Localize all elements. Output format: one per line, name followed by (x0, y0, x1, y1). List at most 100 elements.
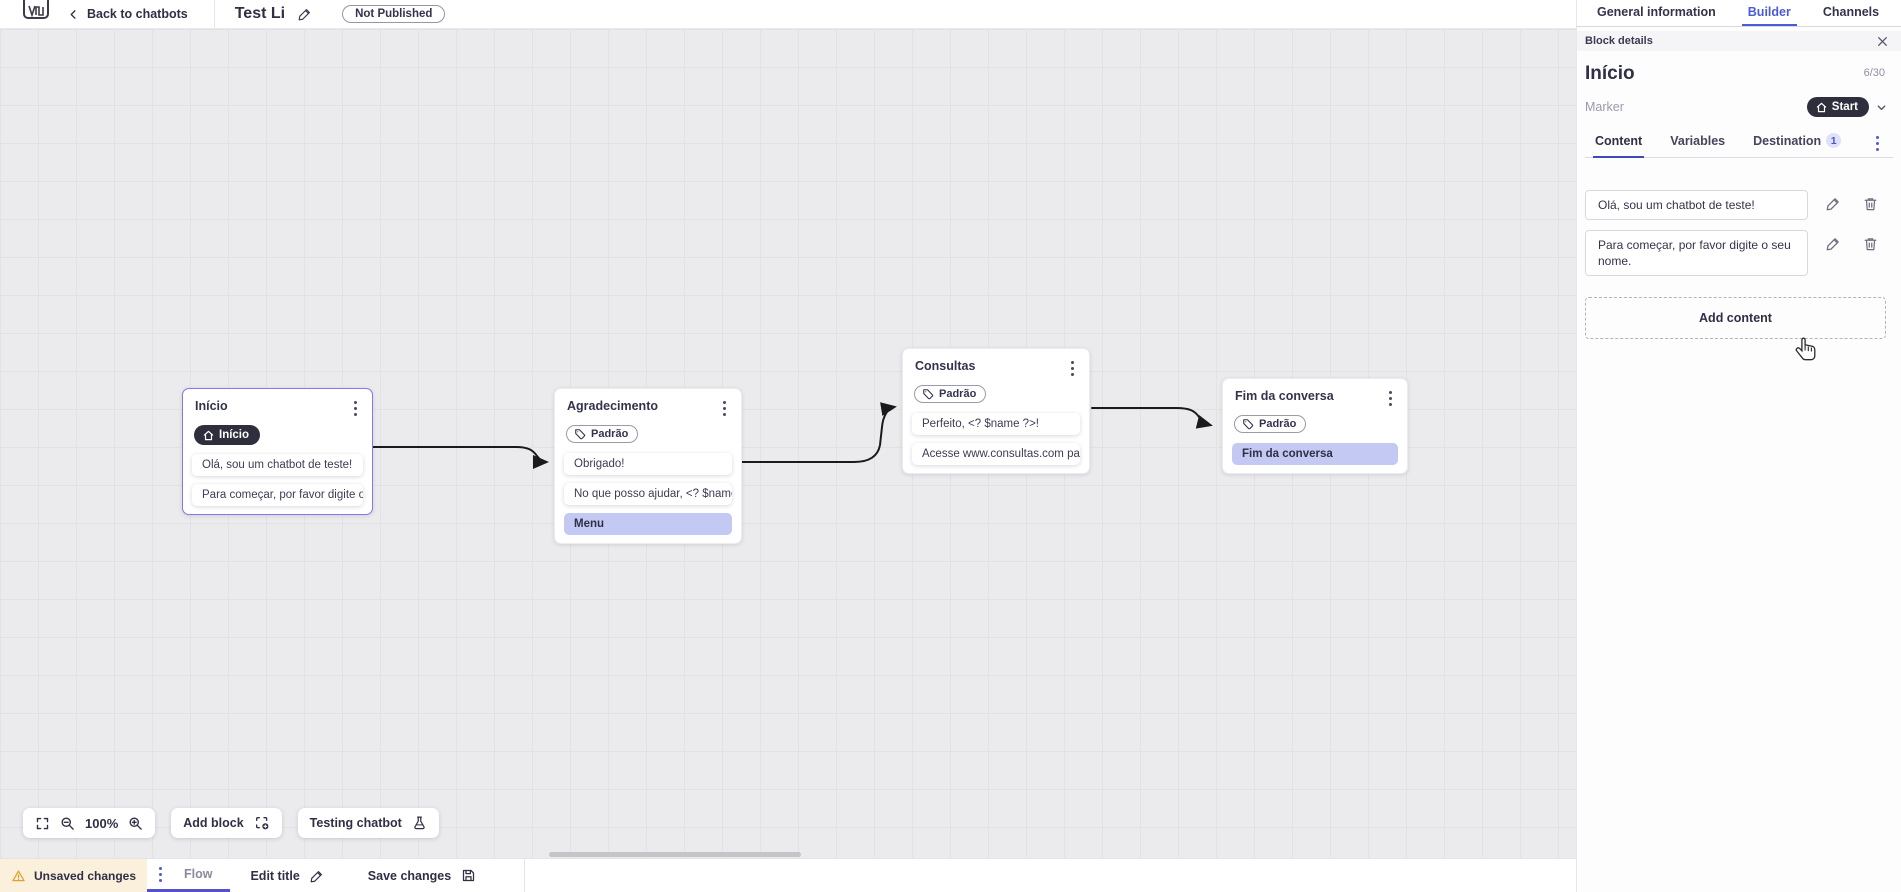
unsaved-changes-indicator: Unsaved changes (0, 859, 147, 892)
marker-select[interactable]: Start (1806, 97, 1893, 117)
content-text-field-2[interactable]: Para começar, por favor digite o seu nom… (1585, 230, 1808, 276)
builder-nav-tabs: General information Builder Channels (1577, 0, 1901, 27)
add-block-label: Add block (183, 816, 244, 830)
bottom-bar: Unsaved changes Flow Edit title Save cha… (0, 858, 1576, 892)
block-title: Início (195, 399, 228, 413)
save-changes-button[interactable]: Save changes (368, 859, 476, 892)
tag-badge: Padrão (1234, 415, 1307, 433)
nav-tab-channels[interactable]: Channels (1822, 5, 1880, 19)
edit-title-button[interactable]: Edit title (250, 859, 323, 892)
content-item: Para começar, por favor digite o seu nom… (1585, 230, 1893, 276)
flow-tab-label: Flow (184, 867, 213, 881)
delete-content-icon[interactable] (1863, 236, 1878, 252)
block-title: Consultas (915, 359, 976, 373)
block-content-row[interactable]: Olá, sou um chatbot de teste! (192, 453, 363, 476)
tab-flow[interactable]: Flow (147, 859, 231, 892)
block-content-row[interactable]: Para começar, por favor digite o ... (192, 483, 363, 506)
block-menu-icon[interactable] (1067, 359, 1078, 378)
tag-badge: Padrão (914, 385, 987, 403)
close-icon[interactable] (1876, 35, 1889, 48)
block-content-row[interactable]: Acesse www.consultas.com par... (912, 443, 1080, 465)
destination-count-badge: 1 (1826, 133, 1842, 148)
edit-title-pencil-icon[interactable] (298, 7, 312, 21)
delete-content-icon[interactable] (1863, 196, 1878, 212)
zoom-out-icon[interactable] (60, 816, 75, 831)
content-item: Olá, sou um chatbot de teste! (1585, 190, 1893, 220)
save-icon (463, 869, 475, 882)
back-to-chatbots-button[interactable]: Back to chatbots (68, 7, 188, 21)
start-marker-badge: Início (194, 425, 261, 445)
chevron-down-icon (1877, 104, 1886, 110)
marker-value-pill: Start (1806, 97, 1869, 117)
block-details-label: Block details (1585, 35, 1653, 47)
nav-tab-general-information[interactable]: General information (1597, 5, 1716, 19)
flask-icon (414, 816, 425, 830)
nav-tab-builder[interactable]: Builder (1741, 0, 1797, 26)
block-title: Agradecimento (567, 399, 658, 413)
panel-tab-content[interactable]: Content (1593, 133, 1645, 158)
panel-tabs-menu-icon[interactable] (1872, 134, 1883, 153)
marker-label: Marker (1585, 100, 1624, 114)
testing-chatbot-button[interactable]: Testing chatbot (297, 808, 439, 838)
block-content-row[interactable]: Menu (564, 513, 732, 535)
canvas-controls: 100% Add block Testing chatbot (23, 808, 439, 838)
zoom-in-icon[interactable] (128, 816, 143, 831)
edit-content-icon[interactable] (1826, 236, 1841, 251)
block-content-row[interactable]: Fim da conversa (1232, 443, 1398, 465)
panel-body: Início 6/30 Marker Start Content Variable… (1577, 51, 1901, 339)
block-menu-icon[interactable] (350, 399, 361, 418)
block-menu-icon[interactable] (1385, 389, 1396, 408)
connection-inicio-to-agradecimento[interactable] (372, 446, 549, 469)
block-menu-icon[interactable] (719, 399, 730, 418)
chatbot-title: Test Li (234, 5, 286, 22)
flow-menu-icon[interactable] (155, 865, 166, 884)
panel-subheader: Block details (1577, 31, 1901, 51)
save-changes-label: Save changes (367, 868, 452, 883)
add-content-button[interactable]: Add content (1585, 297, 1886, 339)
add-block-icon (255, 817, 269, 830)
warning-icon (12, 869, 25, 881)
block-content-row[interactable]: No que posso ajudar, <? $name ... (564, 483, 732, 505)
testing-chatbot-label: Testing chatbot (309, 816, 402, 830)
tag-icon (575, 429, 586, 440)
footer-divider (524, 859, 526, 892)
chevron-left-icon (70, 9, 76, 19)
block-content-row[interactable]: Perfeito, <? $name ?>! (912, 413, 1080, 435)
edit-content-icon[interactable] (1826, 196, 1841, 211)
zoom-controls: 100% (23, 808, 156, 838)
tag-icon (923, 389, 934, 400)
connection-consultas-to-fim-da-conversa[interactable] (1091, 407, 1213, 429)
fullscreen-icon[interactable] (35, 816, 50, 831)
back-label: Back to chatbots (87, 7, 188, 21)
panel-tab-variables[interactable]: Variables (1670, 133, 1726, 148)
pencil-icon (310, 870, 322, 882)
unsaved-changes-label: Unsaved changes (33, 868, 137, 883)
tag-badge: Padrão (566, 425, 639, 443)
canvas-horizontal-scrollbar[interactable] (549, 852, 801, 857)
content-list: Olá, sou um chatbot de teste! Para começa… (1585, 190, 1893, 276)
connection-agradecimento-to-consultas[interactable] (741, 402, 897, 463)
block-name-heading: Início (1585, 63, 1635, 84)
flow-connections (372, 402, 1213, 469)
zoom-level: 100% (85, 815, 119, 831)
app-logo-icon[interactable] (23, 0, 49, 19)
home-icon (1816, 102, 1827, 112)
edit-title-label: Edit title (250, 868, 300, 883)
status-badge: Not Published (342, 5, 446, 23)
home-icon (203, 430, 214, 440)
top-header-bar: Back to chatbots Test Li Not Published (0, 0, 1576, 29)
add-block-button[interactable]: Add block (171, 808, 282, 838)
block-content-row[interactable]: Obrigado! (564, 453, 732, 475)
char-counter: 6/30 (1863, 67, 1885, 79)
tag-icon (1243, 419, 1254, 430)
content-text-field-1[interactable]: Olá, sou um chatbot de teste! (1585, 190, 1808, 220)
header-divider (213, 0, 215, 28)
